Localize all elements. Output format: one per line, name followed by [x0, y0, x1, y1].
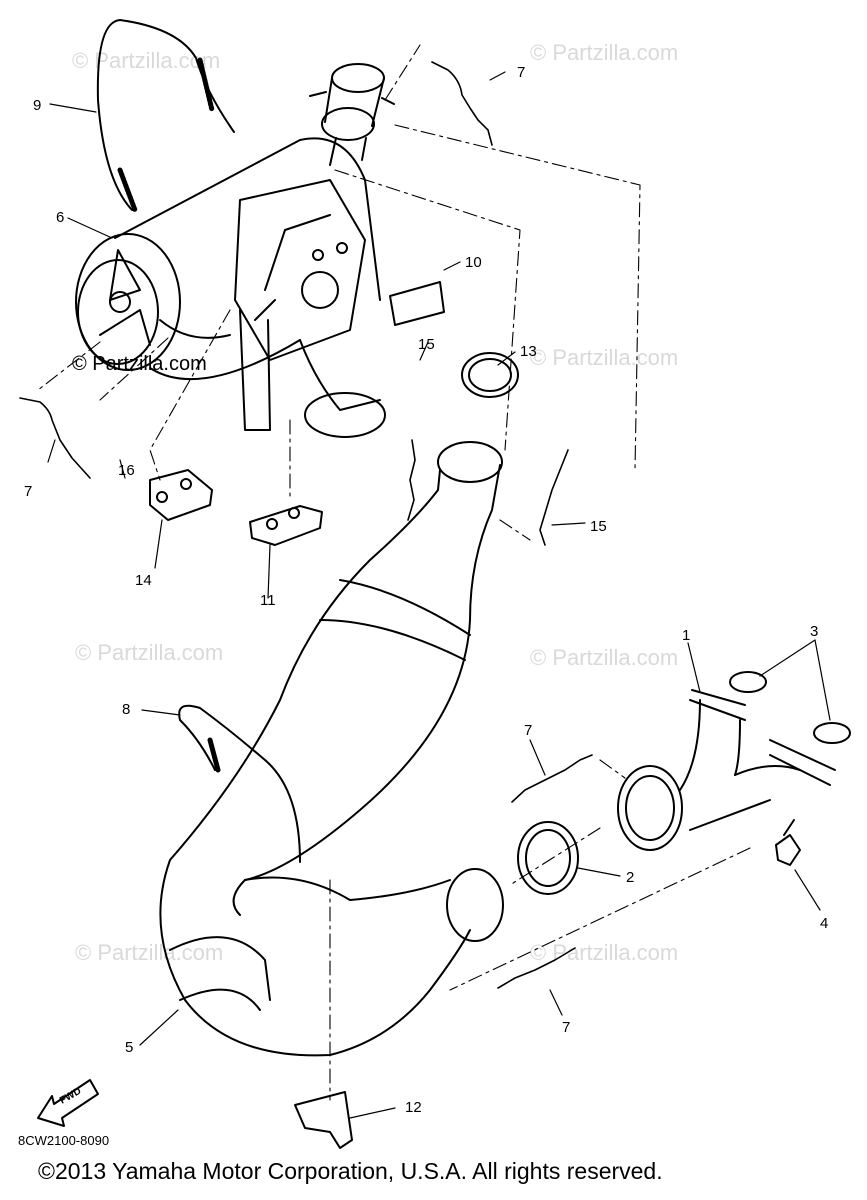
callout-15: 15	[590, 518, 607, 535]
callout-7: 7	[24, 483, 32, 500]
watermark: © Partzilla.com	[75, 640, 223, 665]
callout-labels: 9 7 6 10 15 13 7 16 15 14 11 1 3 8 7 2 4…	[24, 64, 828, 1116]
silencer	[75, 137, 386, 438]
callout-7: 7	[524, 722, 532, 739]
joint-seal	[517, 821, 579, 895]
callout-4: 4	[820, 915, 828, 932]
callout-8: 8	[122, 701, 130, 718]
pipe-band	[178, 704, 301, 863]
joint-seal	[525, 829, 571, 887]
gasket-ring	[461, 352, 519, 398]
callout-11: 11	[260, 592, 276, 609]
callout-14: 14	[135, 572, 152, 589]
watermarks: © Partzilla.com © Partzilla.com © Partzi…	[72, 40, 678, 965]
callout-7: 7	[517, 64, 525, 81]
grommet-16	[109, 291, 131, 313]
watermark: © Partzilla.com	[530, 645, 678, 670]
watermark: © Partzilla.com	[530, 40, 678, 65]
watermark: © Partzilla.com	[75, 940, 223, 965]
bolt	[775, 819, 801, 866]
springs	[19, 61, 593, 989]
callout-5: 5	[125, 1039, 133, 1056]
silencer-joint	[309, 63, 395, 166]
callout-15: 15	[418, 336, 435, 353]
exhaust-pipe	[159, 441, 504, 1057]
fwd-arrow-icon	[37, 1079, 99, 1127]
fwd-label: FWD	[58, 1086, 83, 1107]
callout-6: 6	[56, 209, 64, 226]
callout-7: 7	[562, 1019, 570, 1036]
copyright-notice: ©2013 Yamaha Motor Corporation, U.S.A. A…	[38, 1158, 663, 1184]
damper-10	[389, 281, 445, 326]
watermark: © Partzilla.com	[72, 48, 220, 73]
callout-1: 1	[682, 627, 690, 644]
damper-14	[149, 469, 213, 521]
watermark: © Partzilla.com	[530, 345, 678, 370]
damper-11	[249, 505, 323, 546]
callout-10: 10	[465, 254, 482, 271]
diagram-code: 8CW2100-8090	[18, 1133, 110, 1148]
callout-3: 3	[810, 623, 818, 640]
callout-13: 13	[520, 343, 537, 360]
leader-lines	[47, 71, 831, 1119]
damper-12	[294, 1091, 353, 1149]
callout-12: 12	[405, 1099, 422, 1116]
routing-lines	[37, 44, 751, 1101]
callout-2: 2	[626, 869, 634, 886]
gasket-ring	[468, 358, 512, 392]
callout-9: 9	[33, 97, 41, 114]
gasket	[729, 671, 767, 693]
callout-16: 16	[118, 462, 135, 479]
gasket	[813, 722, 851, 744]
header-pipe	[617, 689, 836, 851]
